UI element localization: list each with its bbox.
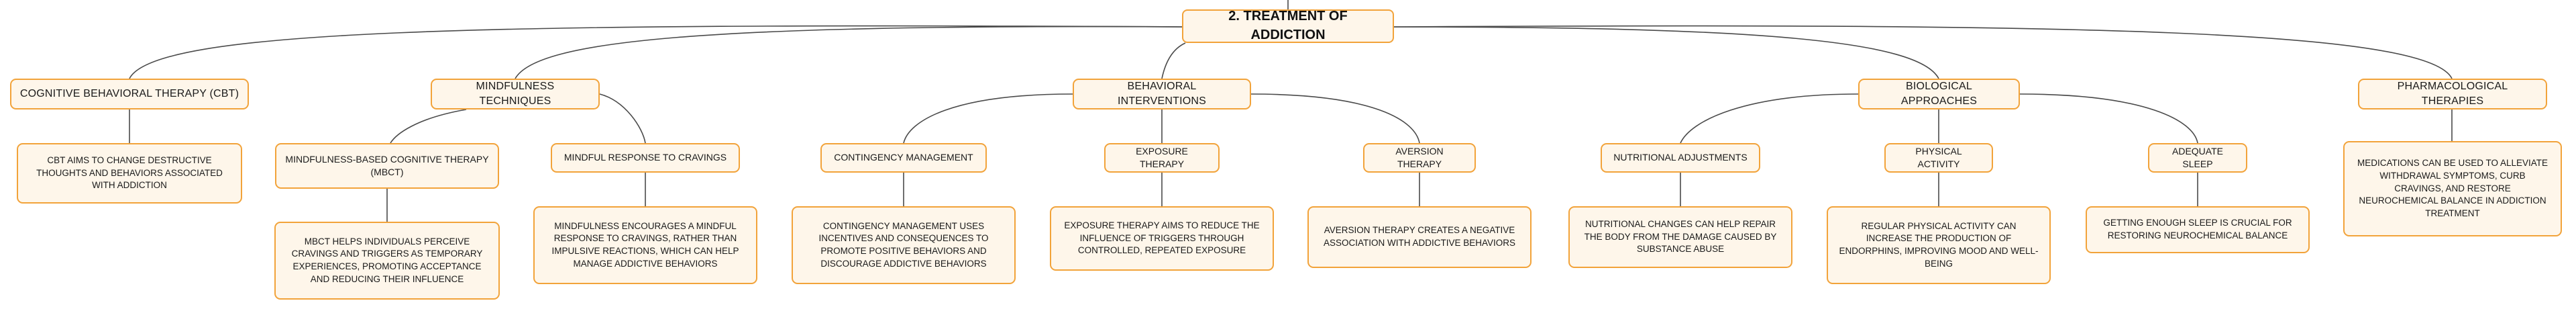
subtopic-aversion-therapy: AVERSION THERAPY bbox=[1363, 143, 1476, 173]
connector-root-pharma bbox=[1393, 25, 2453, 79]
cbt-description: CBT AIMS TO CHANGE DESTRUCTIVE THOUGHTS … bbox=[17, 143, 242, 204]
topic-cbt: COGNITIVE BEHAVIORAL THERAPY (CBT) bbox=[10, 79, 249, 109]
subtopic-mindful-response: MINDFUL RESPONSE TO CRAVINGS bbox=[551, 143, 740, 173]
connector-biological-sleep bbox=[2019, 93, 2198, 144]
connector-root-mindfulness bbox=[515, 26, 1183, 79]
connector-root-behavioral bbox=[1161, 42, 1186, 79]
mindful-response-description: MINDFULNESS ENCOURAGES A MINDFUL RESPONS… bbox=[533, 206, 757, 284]
subtopic-exposure-therapy: EXPOSURE THERAPY bbox=[1104, 143, 1220, 173]
connector-biological-nutrition bbox=[1680, 93, 1859, 144]
aversion-therapy-description: AVERSION THERAPY CREATES A NEGATIVE ASSO… bbox=[1307, 206, 1532, 268]
subtopic-contingency-management: CONTINGENCY MANAGEMENT bbox=[820, 143, 987, 173]
connector-root-cbt bbox=[129, 25, 1183, 79]
subtopic-nutritional-adjustments: NUTRITIONAL ADJUSTMENTS bbox=[1601, 143, 1760, 173]
exposure-therapy-description: EXPOSURE THERAPY AIMS TO REDUCE THE INFL… bbox=[1050, 206, 1274, 271]
connector-mindfulness-mindful bbox=[599, 93, 646, 144]
subtopic-adequate-sleep: ADEQUATE SLEEP bbox=[2148, 143, 2247, 173]
pharmacological-therapies-description: MEDICATIONS CAN BE USED TO ALLEVIATE WIT… bbox=[2343, 141, 2562, 236]
subtopic-physical-activity: PHYSICAL ACTIVITY bbox=[1884, 143, 1993, 173]
mbct-description: MBCT HELPS INDIVIDUALS PERCEIVE CRAVINGS… bbox=[274, 222, 500, 300]
nutritional-adjustments-description: NUTRITIONAL CHANGES CAN HELP REPAIR THE … bbox=[1568, 206, 1792, 268]
physical-activity-description: REGULAR PHYSICAL ACTIVITY CAN INCREASE T… bbox=[1827, 206, 2051, 284]
connector-behavioral-aversion bbox=[1250, 93, 1420, 144]
root-node: 2. TREATMENT OF ADDICTION bbox=[1182, 9, 1394, 43]
topic-pharmacological-therapies: PHARMACOLOGICAL THERAPIES bbox=[2358, 79, 2547, 109]
connector-mindfulness-mbct bbox=[390, 109, 467, 144]
adequate-sleep-description: GETTING ENOUGH SLEEP IS CRUCIAL FOR REST… bbox=[2086, 206, 2310, 253]
connector-behavioral-contingency bbox=[903, 93, 1073, 144]
subtopic-mbct: MINDFULNESS-BASED COGNITIVE THERAPY (MBC… bbox=[275, 143, 499, 189]
topic-behavioral-interventions: BEHAVIORAL INTERVENTIONS bbox=[1073, 79, 1251, 109]
topic-mindfulness-techniques: MINDFULNESS TECHNIQUES bbox=[431, 79, 600, 109]
connector-root-biological bbox=[1393, 26, 1939, 79]
contingency-management-description: CONTINGENCY MANAGEMENT USES INCENTIVES A… bbox=[792, 206, 1016, 284]
topic-biological-approaches: BIOLOGICAL APPROACHES bbox=[1858, 79, 2020, 109]
